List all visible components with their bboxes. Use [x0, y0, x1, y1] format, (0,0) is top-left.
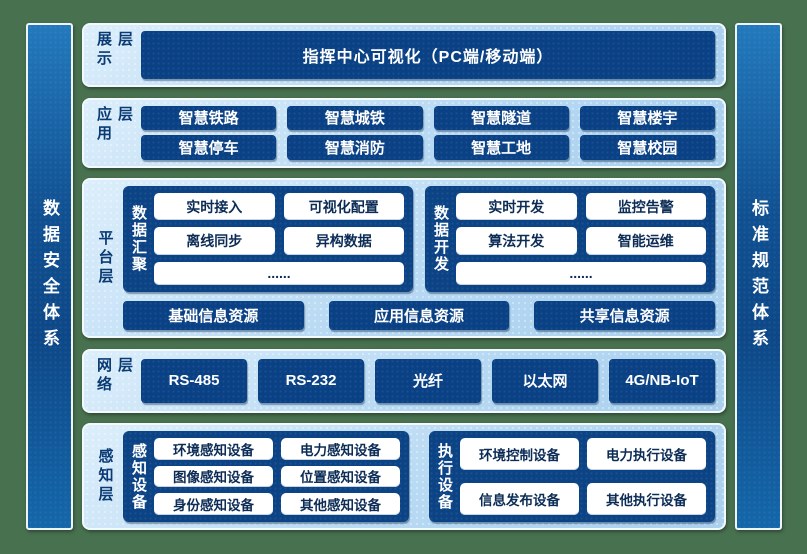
sensing-devices-group: 感知设备 环境感知设备 电力感知设备 图像感知设备 位置感知设备 身份感知设备 …: [123, 431, 409, 522]
device-item: 位置感知设备: [281, 465, 400, 488]
application-layer-panel: 应用层 智慧铁路 智慧城铁 智慧隧道 智慧楼宇 智慧停车 智慧消防 智慧工地 智…: [82, 97, 726, 168]
device-item: 电力感知设备: [281, 438, 400, 460]
resource-item: 共享信息资源: [534, 301, 716, 330]
command-center-box: 指挥中心可视化（PC端/移动端）: [141, 31, 715, 79]
network-layer-label: 网络层: [95, 356, 133, 395]
application-grid: 智慧铁路 智慧城铁 智慧隧道 智慧楼宇 智慧停车 智慧消防 智慧工地 智慧校园: [141, 105, 715, 160]
resource-item: 应用信息资源: [328, 301, 510, 330]
platform-item: 可视化配置: [283, 193, 404, 221]
actuator-devices-label: 执行设备: [436, 442, 453, 511]
platform-layer-panel: 平台层 数据汇聚 实时接入 可视化配置 离线同步 异构数据 ......: [82, 178, 726, 338]
sensing-devices-grid: 环境感知设备 电力感知设备 图像感知设备 位置感知设备 身份感知设备 其他感知设…: [154, 438, 400, 515]
actuator-devices-group: 执行设备 环境控制设备 电力执行设备 信息发布设备 其他执行设备: [429, 431, 715, 522]
device-item: 图像感知设备: [154, 465, 273, 488]
platform-item-more: ......: [456, 261, 706, 285]
platform-layer-label: 平台层: [96, 229, 114, 287]
application-layer-label: 应用层: [95, 105, 133, 144]
platform-item: 实时接入: [154, 193, 275, 221]
data-development-group: 数据开发 实时开发 监控告警 算法开发 智能运维 ......: [425, 186, 715, 292]
data-security-pillar: 数据安全体系: [26, 23, 73, 530]
device-item: 信息发布设备: [460, 483, 579, 515]
app-item: 智慧隧道: [433, 105, 569, 130]
actuator-devices-grid: 环境控制设备 电力执行设备 信息发布设备 其他执行设备: [460, 438, 706, 515]
sensing-devices-label: 感知设备: [130, 442, 147, 511]
platform-layer-body: 数据汇聚 实时接入 可视化配置 离线同步 异构数据 ...... 数据开发 实时…: [123, 186, 716, 330]
network-item: RS-232: [258, 358, 364, 403]
network-row: RS-485 RS-232 光纤 以太网 4G/NB-IoT: [141, 357, 715, 405]
platform-item: 实时开发: [456, 193, 577, 221]
platform-groups: 数据汇聚 实时接入 可视化配置 离线同步 异构数据 ...... 数据开发 实时…: [123, 186, 715, 292]
data-aggregation-grid: 实时接入 可视化配置 离线同步 异构数据 ......: [154, 193, 404, 285]
perception-layer-label: 感知层: [96, 448, 114, 505]
perception-layer-panel: 感知层 感知设备 环境感知设备 电力感知设备 图像感知设备 位置感知设备 身份感…: [82, 423, 726, 530]
data-development-grid: 实时开发 监控告警 算法开发 智能运维 ......: [456, 193, 706, 285]
device-item: 环境感知设备: [154, 438, 273, 460]
network-item: 以太网: [492, 358, 598, 403]
data-aggregation-label: 数据汇聚: [130, 205, 147, 273]
perception-layer-body: 感知设备 环境感知设备 电力感知设备 图像感知设备 位置感知设备 身份感知设备 …: [123, 431, 715, 522]
app-item: 智慧城铁: [287, 105, 423, 130]
display-layer-body: 指挥中心可视化（PC端/移动端）: [141, 31, 715, 79]
device-item: 环境控制设备: [460, 438, 579, 470]
device-item: 电力执行设备: [587, 438, 706, 470]
app-item: 智慧楼宇: [579, 105, 715, 130]
display-layer-panel: 展示层 指挥中心可视化（PC端/移动端）: [82, 23, 726, 87]
platform-item-more: ......: [154, 261, 404, 285]
display-layer-label: 展示层: [95, 31, 133, 69]
standards-pillar: 标准规范体系: [735, 23, 782, 530]
network-layer-body: RS-485 RS-232 光纤 以太网 4G/NB-IoT: [141, 357, 715, 405]
network-item: RS-485: [141, 358, 247, 403]
platform-item: 异构数据: [283, 227, 404, 255]
platform-item: 监控告警: [585, 193, 706, 221]
app-item: 智慧停车: [141, 135, 277, 160]
platform-item: 算法开发: [456, 227, 577, 255]
platform-resources-row: 基础信息资源 应用信息资源 共享信息资源: [123, 301, 716, 330]
network-layer-panel: 网络层 RS-485 RS-232 光纤 以太网 4G/NB-IoT: [82, 348, 726, 413]
app-item: 智慧铁路: [141, 105, 277, 130]
data-development-label: 数据开发: [432, 205, 449, 273]
device-item: 其他感知设备: [281, 493, 400, 515]
app-item: 智慧工地: [433, 135, 569, 160]
platform-item: 智能运维: [585, 227, 706, 255]
device-item: 其他执行设备: [587, 483, 706, 515]
data-aggregation-group: 数据汇聚 实时接入 可视化配置 离线同步 异构数据 ......: [123, 186, 413, 292]
resource-item: 基础信息资源: [123, 301, 304, 330]
application-layer-body: 智慧铁路 智慧城铁 智慧隧道 智慧楼宇 智慧停车 智慧消防 智慧工地 智慧校园: [141, 105, 715, 160]
layer-stack: 展示层 指挥中心可视化（PC端/移动端） 应用层 智慧铁路 智慧城铁 智慧隧道 …: [82, 23, 726, 530]
app-item: 智慧消防: [287, 135, 423, 160]
network-item: 4G/NB-IoT: [609, 358, 715, 403]
platform-item: 离线同步: [154, 227, 275, 255]
network-item: 光纤: [375, 358, 481, 403]
app-item: 智慧校园: [579, 135, 715, 160]
device-item: 身份感知设备: [154, 493, 273, 515]
